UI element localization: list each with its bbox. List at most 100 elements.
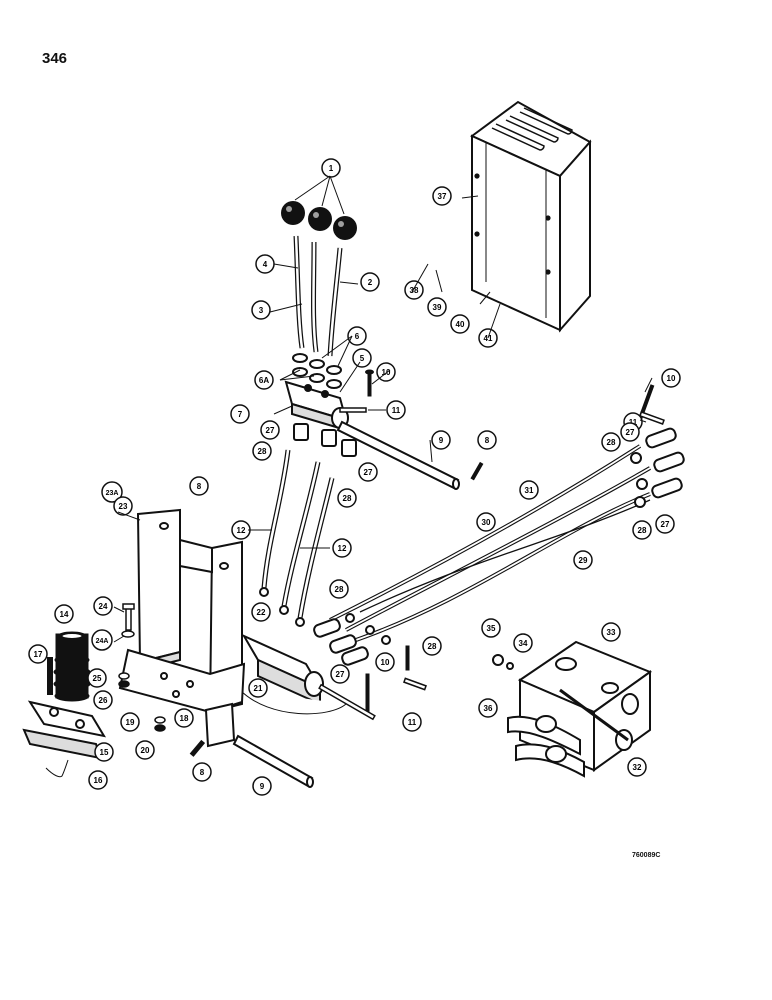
callout-circle — [330, 664, 350, 684]
callout-label: 3 — [259, 306, 264, 315]
control-cover-shield — [470, 100, 592, 333]
callout-c23: 23 — [113, 496, 133, 516]
callout-c16: 16 — [88, 770, 108, 790]
callout-c24a: 24A — [91, 629, 113, 651]
callout-circle — [358, 462, 378, 482]
callout-circle — [189, 476, 209, 496]
callout-label: 7 — [238, 410, 243, 419]
callout-c10b: 10 — [661, 368, 681, 388]
callout-c29: 29 — [573, 550, 593, 570]
callout-label: 33 — [607, 628, 616, 637]
callout-c17: 17 — [28, 644, 48, 664]
callout-c3: 3 — [251, 300, 271, 320]
callout-label: 28 — [258, 447, 267, 456]
callout-circle — [655, 514, 675, 534]
callout-c8c: 8 — [192, 762, 212, 782]
callout-circle — [254, 370, 274, 390]
callout-circle — [347, 326, 367, 346]
callout-c12a: 12 — [231, 520, 251, 540]
callout-circle — [332, 538, 352, 558]
callout-label: 26 — [99, 696, 108, 705]
callout-label: 20 — [141, 746, 150, 755]
cable-end-clevises-right — [630, 427, 685, 508]
page-number: 346 — [42, 50, 68, 67]
callout-label: 10 — [667, 374, 676, 383]
callout-c26: 26 — [93, 690, 113, 710]
lower-pins — [318, 645, 427, 721]
callout-c23a: 23A — [101, 481, 123, 503]
callout-c8b: 8 — [189, 476, 209, 496]
callout-label: 31 — [525, 486, 534, 495]
callout-label: 18 — [180, 714, 189, 723]
callout-circle — [478, 698, 498, 718]
callout-label: 24A — [96, 638, 109, 645]
callout-c6b: 6A — [254, 370, 274, 390]
callout-circle — [476, 512, 496, 532]
callout-label: 14 — [60, 610, 69, 619]
callout-c19: 19 — [120, 712, 140, 732]
callout-label: 30 — [482, 518, 491, 527]
callout-circle — [352, 348, 372, 368]
callout-c7: 7 — [230, 404, 250, 424]
lever-pivot-housing — [284, 380, 349, 432]
callout-c27a: 27 — [260, 420, 280, 440]
callout-c27c: 27 — [620, 422, 640, 442]
callout-c9b: 9 — [252, 776, 272, 796]
callout-circle — [87, 668, 107, 688]
callout-label: 8 — [485, 436, 490, 445]
callout-label: 15 — [100, 748, 109, 757]
callout-circle — [632, 520, 652, 540]
lower-pivot-housing — [239, 633, 347, 715]
upper-clevises — [293, 423, 357, 457]
callout-c4: 4 — [255, 254, 275, 274]
callout-c8a: 8 — [477, 430, 497, 450]
callout-label: 6 — [355, 332, 360, 341]
callout-c11a: 11 — [386, 400, 406, 420]
callout-label: 38 — [410, 286, 419, 295]
callout-circle — [450, 314, 470, 334]
callout-circle — [427, 297, 447, 317]
callout-label: 29 — [579, 556, 588, 565]
callout-circle — [120, 712, 140, 732]
callout-c28f: 28 — [422, 636, 442, 656]
callout-circle — [404, 280, 424, 300]
callout-circle — [329, 579, 349, 599]
callout-c12b: 12 — [332, 538, 352, 558]
callout-circle — [477, 430, 497, 450]
callout-circle — [174, 708, 194, 728]
callout-label: 10 — [381, 658, 390, 667]
callout-circle — [93, 690, 113, 710]
drawing-code: 760089C — [632, 852, 661, 859]
control-valve — [492, 640, 653, 778]
upper-pins — [339, 369, 665, 481]
callout-c31: 31 — [519, 480, 539, 500]
callout-c38: 38 — [404, 280, 424, 300]
callout-circle — [627, 757, 647, 777]
callout-c18: 18 — [174, 708, 194, 728]
callout-c27d: 27 — [655, 514, 675, 534]
control-console-stand — [118, 508, 246, 748]
callout-c21: 21 — [248, 678, 268, 698]
callout-c30: 30 — [476, 512, 496, 532]
callout-circle — [192, 762, 212, 782]
callout-label: 27 — [626, 428, 635, 437]
leader-lines — [113, 175, 653, 643]
callout-c34: 34 — [513, 633, 533, 653]
callout-c22: 22 — [251, 602, 271, 622]
callout-circle — [422, 636, 442, 656]
callout-circle — [260, 420, 280, 440]
callout-label: 8 — [200, 768, 205, 777]
control-cables — [329, 444, 652, 642]
control-levers — [293, 235, 343, 357]
callout-label: 8 — [197, 482, 202, 491]
callout-c33: 33 — [601, 622, 621, 642]
callout-label: 28 — [638, 526, 647, 535]
callout-label: 25 — [93, 674, 102, 683]
callout-label: 1 — [329, 164, 334, 173]
callout-label: 21 — [254, 684, 263, 693]
callout-circle — [252, 441, 272, 461]
callout-circle — [94, 742, 114, 762]
callout-c5: 5 — [352, 348, 372, 368]
